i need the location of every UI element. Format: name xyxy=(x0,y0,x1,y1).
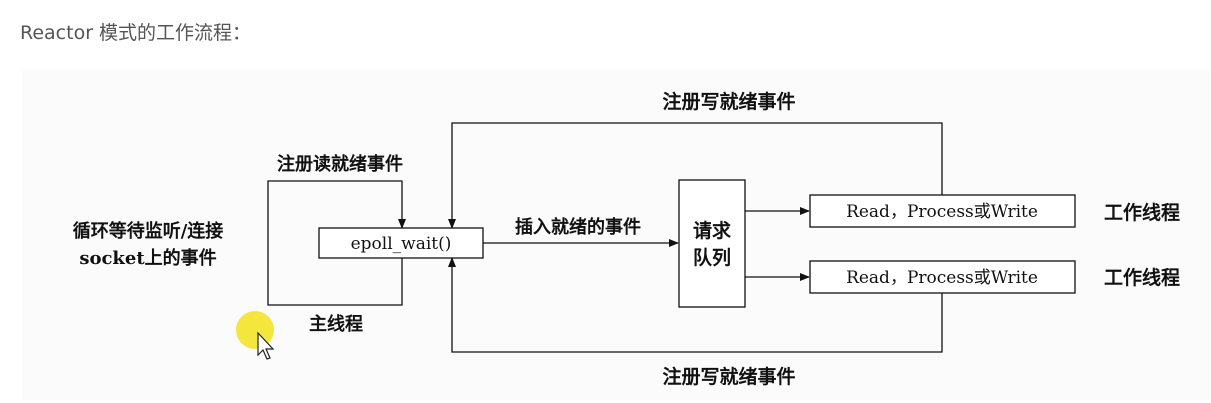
left-note-line2: socket上的事件 xyxy=(79,247,216,269)
worker-box-1-label: Read，Process或Write xyxy=(846,202,1038,222)
read-loop-label: 注册读就绪事件 xyxy=(277,153,403,175)
queue-label-line2: 队列 xyxy=(693,246,731,269)
top-feedback-arrow xyxy=(448,122,943,229)
bottom-feedback-label: 注册写就绪事件 xyxy=(662,365,795,388)
epoll-box-label: epoll_wait() xyxy=(351,234,452,254)
worker-box-1 xyxy=(809,194,1076,228)
bottom-feedback-arrow xyxy=(448,257,943,353)
worker-box-2 xyxy=(809,260,1076,294)
mouse-pointer-icon xyxy=(257,331,275,360)
queue-label-line1: 请求 xyxy=(693,219,732,242)
worker-box-2-label: Read，Process或Write xyxy=(846,268,1038,288)
left-note-line1: 循环等待监听/连接 xyxy=(73,220,224,242)
epoll-box xyxy=(318,227,484,259)
insert-label: 插入就绪的事件 xyxy=(515,216,641,238)
main-thread-label: 主线程 xyxy=(309,313,363,335)
worker-label-2: 工作线程 xyxy=(1104,266,1180,289)
top-feedback-label: 注册写就绪事件 xyxy=(662,90,795,113)
request-queue-box xyxy=(678,179,746,308)
read-loop-line xyxy=(267,180,406,306)
page-heading: Reactor 模式的工作流程： xyxy=(20,22,252,44)
reactor-diagram: 注册写就绪事件 注册写就绪事件 注册读就绪事件 主线程 循环等待监听/连接 so… xyxy=(22,70,1210,400)
worker-label-1: 工作线程 xyxy=(1104,201,1180,224)
